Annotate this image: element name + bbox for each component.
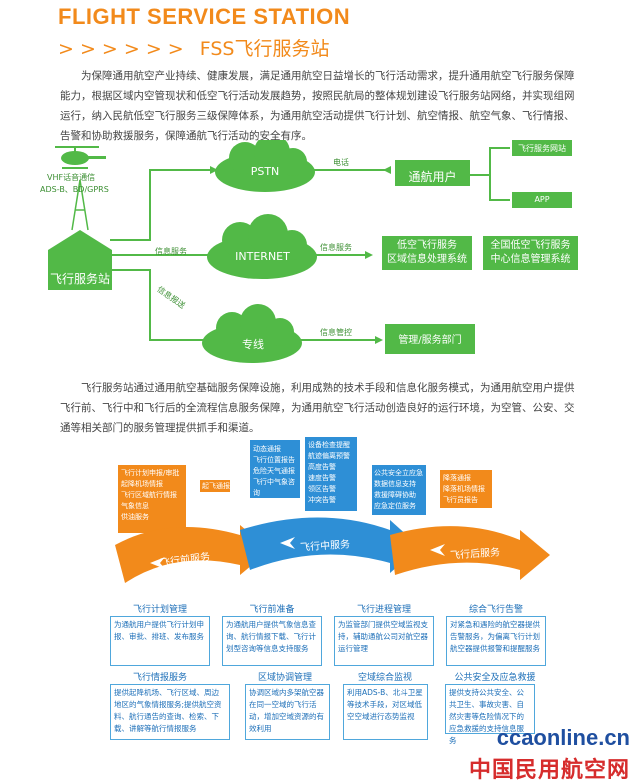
private-line-label: 专线 [242, 338, 264, 351]
service-box-0: 为通航用户提供飞行计划申报、审批、排班、发布服务 [110, 616, 210, 666]
vhf-label: VHF话音通信 [47, 173, 96, 182]
info-service-label-2: 信息服务 [320, 243, 352, 252]
service-box-2: 为监管部门提供空域监视支持，辅助通航公司对航空器运行管理 [334, 616, 434, 666]
intro2-paragraph: 飞行服务站通过通用航空基础服务保障设施，利用成熟的技术手段和信息化服务模式，为通… [60, 382, 575, 434]
service-title-4: 飞行情报服务 [132, 673, 187, 683]
pstn-label: PSTN [250, 165, 280, 178]
website-box: 飞行服务网站 [518, 144, 566, 153]
helicopter-icon [55, 146, 106, 169]
regional-center-box: 低空飞行服务 区域信息处理系统 [387, 240, 467, 265]
mid-item: 救援障碍协助 [374, 491, 416, 499]
pre-item: 气象信息 [121, 502, 149, 510]
intro-paragraph: 为保障通用航空产业持续、健康发展，满足通用航空日益增长的飞行活动需求，提升通用航… [60, 70, 575, 142]
service-title-2: 飞行进程管理 [356, 605, 411, 615]
mid-item: 数据信息支持 [374, 480, 416, 488]
service-box-6: 利用ADS-B、北斗卫星等技术手段，对区域低空空域进行态势监视 [343, 684, 428, 740]
mid-item: 高度告警 [308, 463, 336, 471]
network-diagram [48, 140, 578, 363]
watermark-name: 中国民用航空网 [468, 758, 630, 783]
pre-item: 供油服务 [121, 513, 149, 521]
service-box-1: 为通航用户提供气象信息查询、航行情报下载、飞行计划型咨询等信息支持服务 [222, 616, 322, 666]
service-box-4: 提供起降机场、飞行区域、周边地区的气象情报服务;提供航空资料、航行通告的查询、检… [110, 684, 230, 740]
watermark-url: ccaonline.cn [496, 725, 630, 750]
service-box-7: 提供支持公共安全、公共卫生、事故灾害、自然灾害等危险情况下的应急救援的支持信息服… [445, 684, 535, 745]
management-box: 管理/服务部门 [398, 335, 462, 346]
adsb-label: ADS-B、BD/GPRS [40, 185, 109, 194]
mid-item: 应急定位服务 [374, 502, 416, 510]
antenna-icon [71, 179, 89, 231]
pre-items: 飞行计划申报/审批 起降机场情报 飞行区域航行情报 气象信息 供油服务 [121, 468, 187, 523]
national-center-box: 全国低空飞行服务 中心信息管理系统 [490, 240, 571, 265]
mid-item: 速度告警 [308, 474, 336, 482]
pstn-cloud [215, 140, 315, 192]
internet-cloud [207, 214, 317, 279]
pre-item: 飞行区域航行情报 [121, 491, 177, 499]
info-control-label: 信息管控 [320, 328, 352, 337]
service-box-5: 协调区域内多架航空器在同一空域的飞行活动，增加空域资源的有效利用 [245, 684, 330, 740]
mid-item: 冲突告警 [308, 496, 336, 504]
app-box: APP [534, 195, 550, 204]
pre-item: 飞行计划申报/审批 [121, 469, 180, 477]
service-title-7: 公共安全及应急救援 [454, 673, 536, 683]
mid-item: 领区告警 [308, 485, 336, 493]
mid-item: 公共安全立应急 [374, 469, 423, 477]
phone-label: 电话 [333, 158, 349, 167]
page-subtitle: > > > > > > FSS飞行服务站 [58, 34, 329, 61]
post-item: 降落机场情报 [443, 485, 485, 493]
user-box: 通航用户 [408, 170, 457, 184]
mid-items-b: 设备检查提醒 航迹偏离预警 高度告警 速度告警 领区告警 冲突告警 [308, 440, 358, 506]
info-service-label: 信息服务 [155, 247, 187, 256]
pre-tag: 起飞通报 [202, 482, 230, 490]
station-label: 飞行服务站 [49, 272, 110, 286]
post-item: 降落通报 [443, 474, 471, 482]
flow-diagram [115, 437, 550, 583]
mid-item: 危险天气通报 [253, 467, 295, 475]
mid-items-c: 公共安全立应急 数据信息支持 救援障碍协助 应急定位服务 [374, 468, 426, 512]
service-box-3: 对紧急和遇险的航空器提供告警服务，为偏离飞行计划航空器提供报警和提醒服务 [446, 616, 546, 666]
plane-icon [150, 537, 445, 569]
post-items: 降落通报 降落机场情报 飞行员报告 [443, 473, 493, 506]
service-title-1: 飞行前准备 [249, 605, 295, 615]
pre-item: 起降机场情报 [121, 480, 163, 488]
service-title-0: 飞行计划管理 [132, 605, 187, 615]
mid-item: 飞行位置报告 [253, 456, 295, 464]
mid-item: 航迹偏离预警 [308, 452, 350, 460]
subtitle-text: FSS飞行服务站 [199, 38, 330, 60]
service-title-6: 空域综合监视 [357, 673, 412, 683]
mid-item: 设备检查提醒 [308, 441, 350, 449]
station-house-icon [48, 230, 112, 290]
internet-label: INTERNET [235, 250, 290, 263]
mid-item: 飞行中气象咨询 [253, 478, 295, 497]
mid-item: 动态通报 [253, 445, 281, 453]
post-item: 飞行员报告 [443, 496, 478, 504]
private-line-cloud [202, 304, 302, 363]
page-title: FLIGHT SERVICE STATION [58, 4, 351, 29]
service-title-5: 区域协调管理 [257, 673, 312, 683]
service-title-3: 综合飞行告警 [468, 605, 523, 615]
mid-items-a: 动态通报 飞行位置报告 危险天气通报 飞行中气象咨询 [253, 444, 301, 499]
subtitle-arrows: > > > > > > [58, 38, 184, 60]
